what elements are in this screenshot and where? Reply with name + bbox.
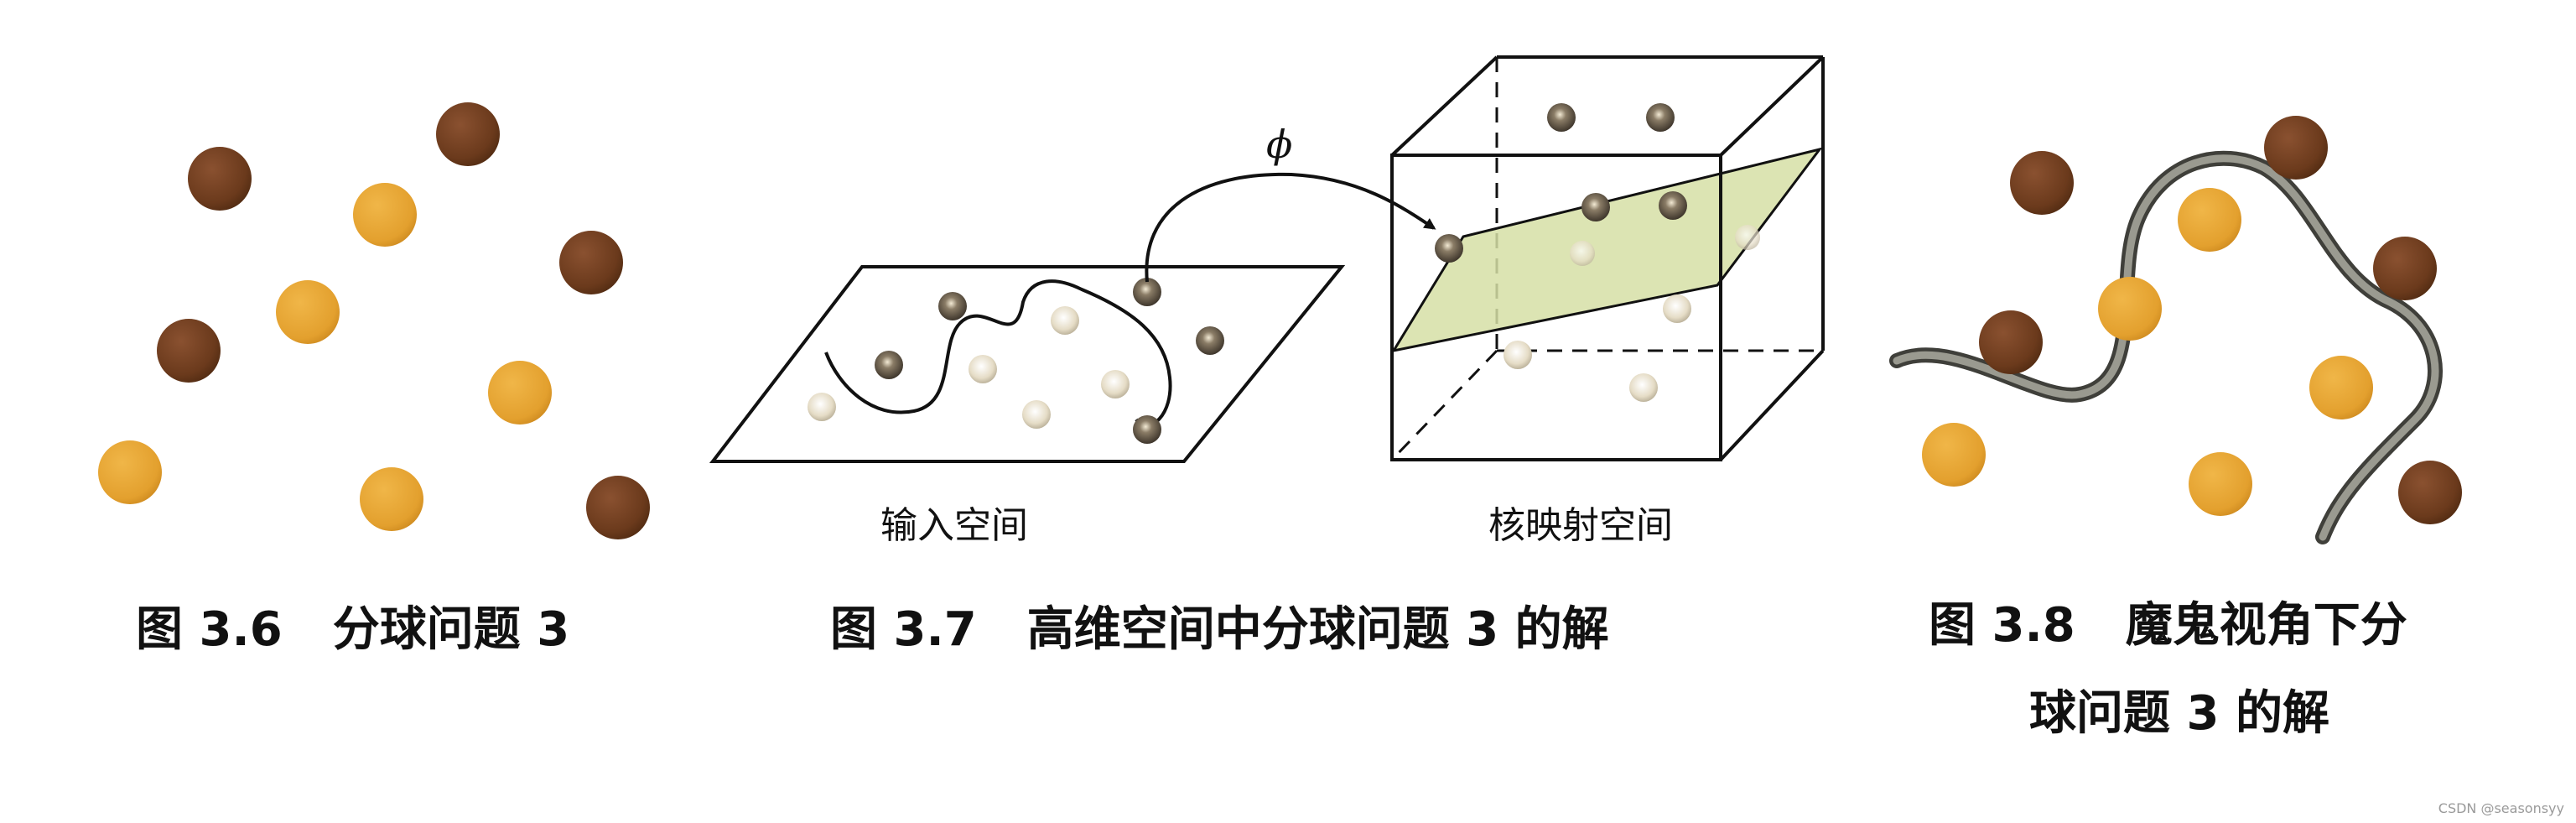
brown-ball <box>1979 310 2043 374</box>
dark-ball <box>1659 191 1687 220</box>
orange-ball <box>2098 277 2162 341</box>
figure-3-6-ball-scatter <box>98 102 650 539</box>
brown-ball <box>2373 237 2437 300</box>
light-ball <box>808 393 836 421</box>
dark-ball <box>1646 103 1675 132</box>
brown-ball <box>586 476 650 539</box>
caption-fig-3-7: 图 3.7 高维空间中分球问题 3 的解 <box>830 591 1609 659</box>
caption-fig-3-6: 图 3.6 分球问题 3 <box>136 591 569 659</box>
separating-curve-highlight <box>1893 154 2439 541</box>
caption-fig-3-7-title: 高维空间中分球问题 3 的解 <box>1026 602 1609 657</box>
light-ball <box>1663 294 1691 323</box>
input-plane-outline <box>709 265 1346 463</box>
caption-fig-3-7-number: 图 3.7 <box>830 602 977 657</box>
mapping-arrow <box>1145 172 1436 283</box>
caption-fig-3-6-title: 分球问题 3 <box>332 602 570 657</box>
figure-3-8-devil-view <box>1889 116 2462 544</box>
dark-ball <box>1133 278 1161 306</box>
light-ball <box>1735 225 1760 250</box>
orange-ball <box>1922 423 1986 487</box>
kernel-space-cube <box>1390 55 1825 461</box>
cube-hidden-edge <box>1390 349 1498 461</box>
dark-ball <box>1133 415 1161 444</box>
brown-ball <box>188 147 252 211</box>
orange-ball <box>276 280 340 344</box>
dark-ball <box>1435 234 1463 263</box>
light-ball <box>1022 400 1051 429</box>
orange-ball <box>488 361 552 425</box>
watermark: CSDN @seasonsyy <box>2438 800 2564 816</box>
brown-ball <box>559 231 623 294</box>
caption-fig-3-8-line2: 球问题 3 的解 <box>2029 686 2329 741</box>
orange-ball <box>2178 188 2241 252</box>
orange-ball <box>2309 356 2373 419</box>
brown-ball <box>2010 151 2074 215</box>
orange-ball <box>360 467 423 531</box>
dark-ball <box>1581 193 1610 221</box>
cube-edge <box>1390 55 1498 157</box>
brown-ball <box>2264 116 2328 180</box>
brown-ball <box>157 319 221 383</box>
cube-edge <box>1719 55 1825 157</box>
light-ball <box>1570 241 1595 266</box>
orange-ball <box>353 183 417 247</box>
light-ball <box>1504 341 1532 369</box>
light-ball <box>1051 306 1079 335</box>
light-ball <box>969 355 997 383</box>
cube-edge <box>1719 349 1825 461</box>
dark-ball <box>1196 326 1224 355</box>
dark-ball <box>875 351 903 379</box>
orange-ball <box>98 440 162 504</box>
separating-hyperplane <box>1390 147 1823 353</box>
orange-ball <box>2189 452 2252 516</box>
caption-fig-3-8: 图 3.8 魔鬼视角下分 <box>1929 587 2407 655</box>
cube-front-face <box>1390 154 1722 461</box>
kernel-space-label: 核映射空间 <box>1488 504 1673 547</box>
input-separating-curve <box>824 279 1172 427</box>
dark-ball <box>1547 103 1576 132</box>
brown-ball <box>2398 461 2462 524</box>
caption-fig-3-8-title-line1: 魔鬼视角下分 <box>2125 598 2407 653</box>
input-space-label: 输入空间 <box>880 504 1028 547</box>
dark-ball <box>938 292 967 320</box>
caption-fig-3-8-number: 图 3.8 <box>1929 598 2075 653</box>
brown-ball <box>436 102 500 166</box>
light-ball <box>1629 373 1658 402</box>
mapping-symbol-phi: ϕ <box>1266 122 1292 167</box>
caption-fig-3-6-number: 图 3.6 <box>136 602 283 657</box>
light-ball <box>1101 370 1130 398</box>
input-space-plane <box>709 265 1346 463</box>
